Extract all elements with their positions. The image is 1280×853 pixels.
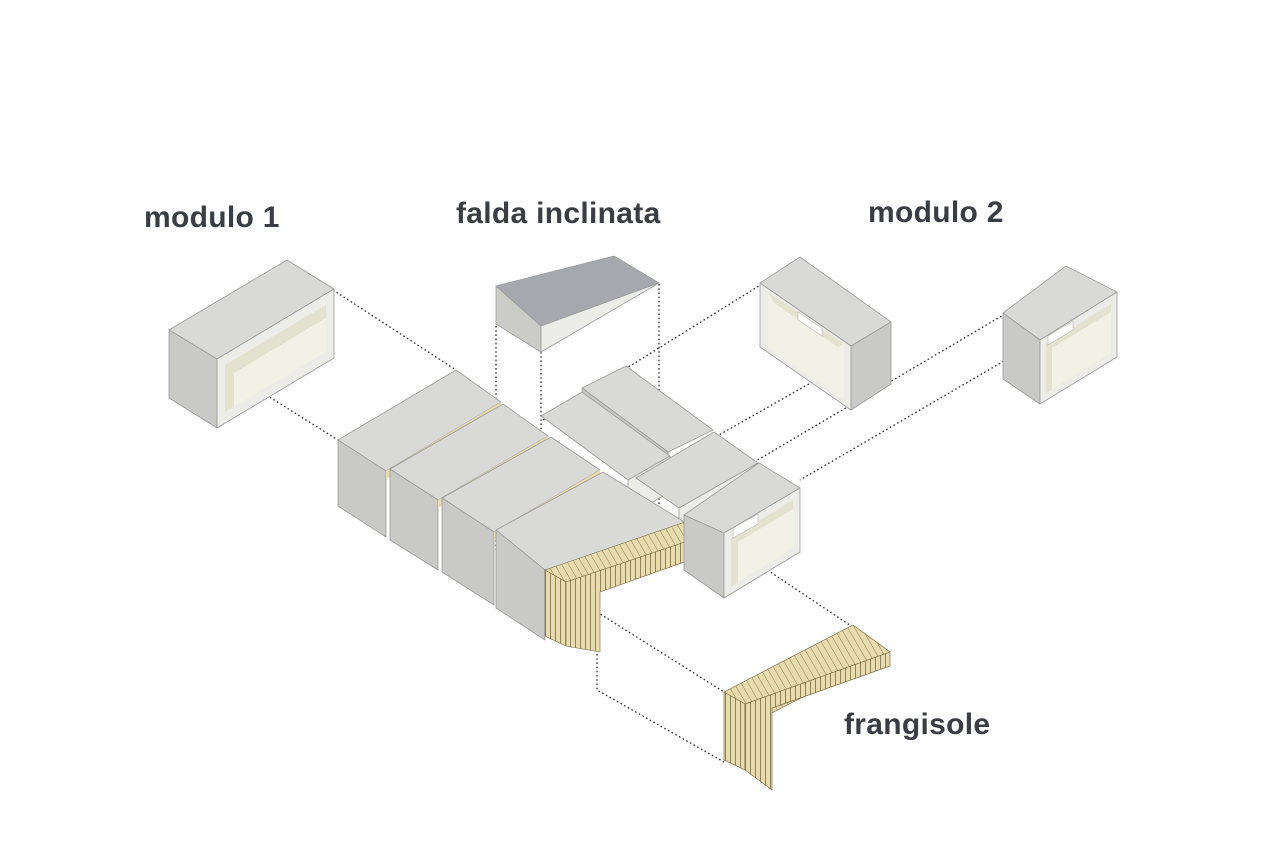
main-assembly bbox=[337, 365, 801, 653]
guide-module2b-bottom bbox=[799, 339, 1041, 481]
sunscreen-piece bbox=[723, 624, 891, 791]
module-2-label: modulo 2 bbox=[868, 196, 1004, 229]
guide-sunscreen-drop bbox=[596, 612, 725, 763]
guide-module1-top bbox=[332, 289, 457, 371]
guide-module2b-top bbox=[726, 313, 1006, 479]
guide-sunscreen-bottom bbox=[596, 611, 725, 693]
module-2-box-a bbox=[759, 256, 892, 411]
module-1-label: modulo 1 bbox=[144, 201, 280, 234]
sloped-roof-piece bbox=[495, 255, 660, 353]
module-2-box-b bbox=[1002, 265, 1118, 405]
guide-module2a-bottom bbox=[709, 354, 861, 441]
assembly-long-block-4 bbox=[495, 471, 692, 641]
sunscreen-label: frangisole bbox=[844, 708, 991, 741]
sloped-roof-label: falda inclinata bbox=[456, 197, 661, 230]
module-1-box bbox=[168, 259, 335, 429]
assembly-open-module bbox=[683, 462, 801, 599]
